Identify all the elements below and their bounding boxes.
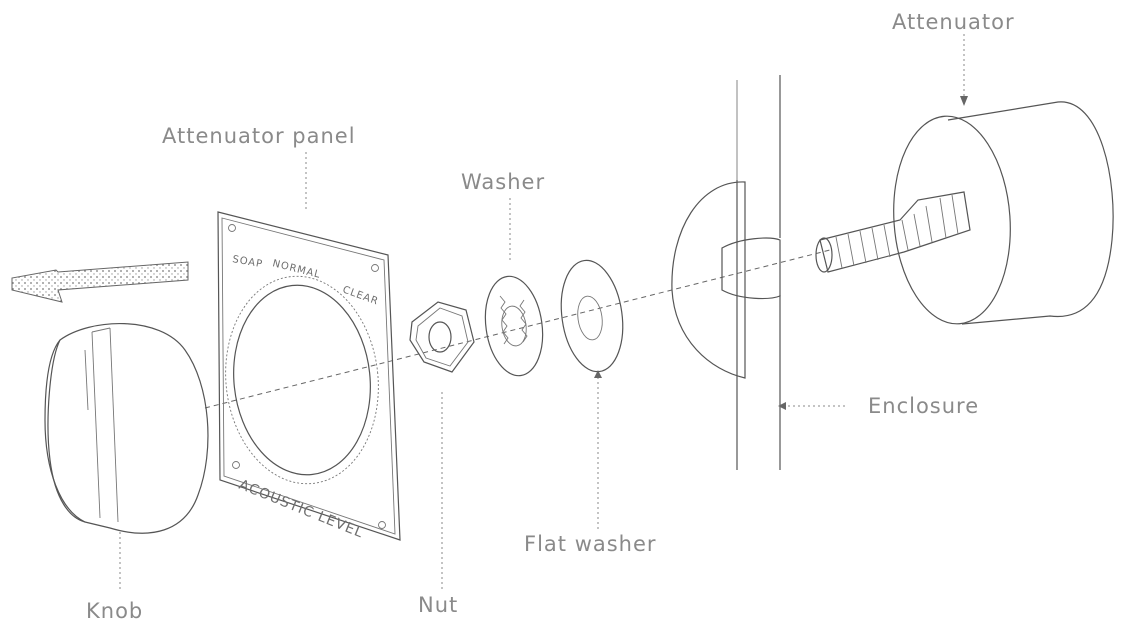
label-washer: Washer bbox=[461, 170, 545, 194]
panel-marking-clear: CLEAR bbox=[341, 284, 380, 307]
washer bbox=[484, 275, 544, 377]
enclosure bbox=[671, 75, 781, 470]
attenuator-panel: SOAP NORMAL CLEAR ACOUSTIC LEVEL bbox=[217, 211, 401, 542]
leader-lines bbox=[119, 34, 968, 592]
flat-washer bbox=[560, 259, 624, 373]
labels: Attenuator Attenuator panel Washer Enclo… bbox=[86, 10, 1015, 623]
panel-marking-acoustic-level: ACOUSTIC LEVEL bbox=[237, 477, 366, 542]
label-flat-washer: Flat washer bbox=[524, 532, 657, 556]
label-enclosure: Enclosure bbox=[868, 394, 979, 418]
label-attenuator: Attenuator bbox=[892, 10, 1015, 34]
panel-marking-normal: NORMAL bbox=[271, 258, 322, 281]
label-knob: Knob bbox=[86, 599, 143, 623]
nut bbox=[409, 301, 475, 373]
removal-arrow bbox=[11, 261, 189, 303]
knob bbox=[44, 322, 209, 534]
panel-marking-soap: SOAP bbox=[231, 254, 263, 270]
label-attenuator-panel: Attenuator panel bbox=[162, 124, 356, 148]
label-nut: Nut bbox=[418, 593, 458, 617]
attenuator bbox=[815, 101, 1114, 325]
